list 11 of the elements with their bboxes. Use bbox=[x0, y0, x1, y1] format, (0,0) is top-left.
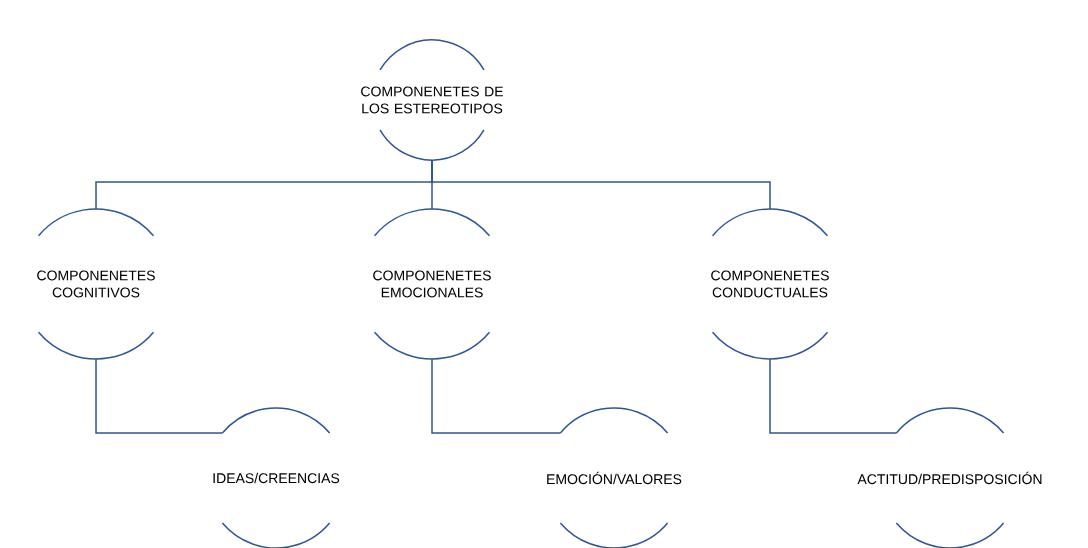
connector-line bbox=[769, 358, 898, 434]
arc-node: COMPONENETES COGNITIVOS bbox=[37, 208, 155, 360]
arc-node: COMPONENETES DE LOS ESTEREOTIPOS bbox=[361, 39, 503, 161]
arc-node: IDEAS/CREENCIAS bbox=[213, 407, 340, 548]
connector-line bbox=[95, 358, 224, 434]
arc-node: EMOCIÓN/VALORES bbox=[547, 407, 682, 548]
connector-line bbox=[431, 358, 562, 434]
arc-node: ACTITUD/PREDISPOSICIÓN bbox=[857, 407, 1042, 548]
arc-node: COMPONENETES CONDUCTUALES bbox=[711, 208, 829, 360]
arc-node: COMPONENETES EMOCIONALES bbox=[373, 208, 491, 360]
connector-line bbox=[431, 159, 771, 210]
